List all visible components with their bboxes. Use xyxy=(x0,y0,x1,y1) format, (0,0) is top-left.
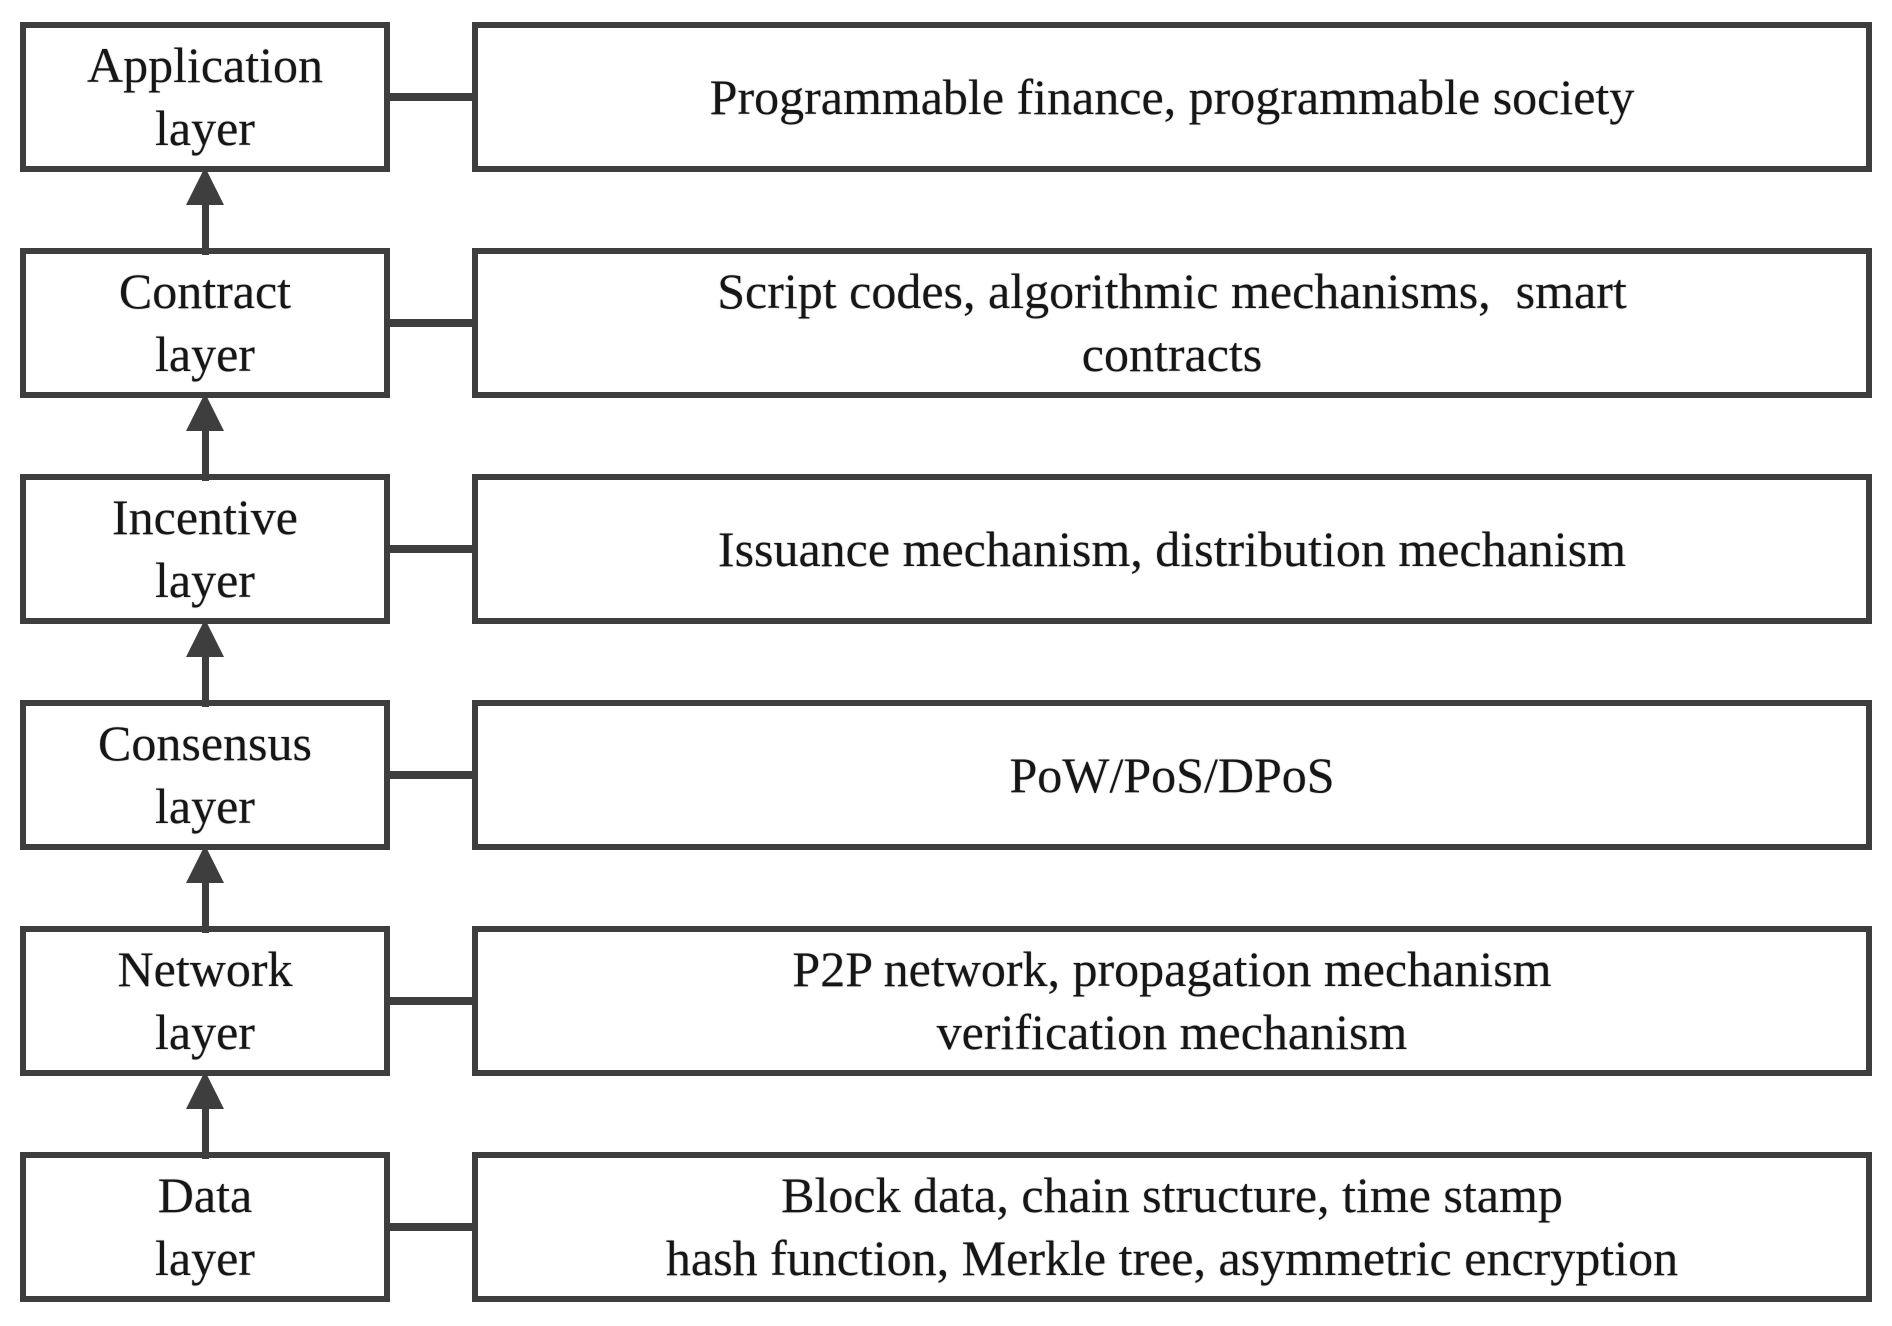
layer-title-line: Incentive xyxy=(111,489,298,545)
layer-row-application: Application layer Programmable finance, … xyxy=(20,22,1872,172)
up-arrow-icon xyxy=(186,393,224,481)
up-arrow-stem xyxy=(201,428,209,481)
layer-row-contract: Contract layer Script codes, algorithmic… xyxy=(20,248,1872,398)
connector-line xyxy=(390,545,472,553)
layer-row-consensus: Consensus layer PoW/PoS/DPoS xyxy=(20,700,1872,850)
layer-row-data: Data layer Block data, chain structure, … xyxy=(20,1152,1872,1302)
layer-title-line: Data xyxy=(157,1167,253,1223)
up-arrow-icon xyxy=(186,167,224,255)
up-arrow-head xyxy=(186,167,224,205)
up-arrow-icon xyxy=(186,619,224,707)
layer-title-line: layer xyxy=(155,778,255,834)
description-line: hash function, Merkle tree, asymmetric e… xyxy=(665,1230,1679,1286)
connector-line xyxy=(390,93,472,101)
up-arrow-head xyxy=(186,619,224,657)
up-arrow-stem xyxy=(201,202,209,255)
up-arrow-head xyxy=(186,393,224,431)
connector-line xyxy=(390,1223,472,1231)
description-line: verification mechanism xyxy=(936,1004,1408,1060)
arrow-gap xyxy=(20,845,1872,933)
description-line: Script codes, algorithmic mechanisms, sm… xyxy=(717,263,1627,319)
description-line: PoW/PoS/DPoS xyxy=(1009,746,1335,803)
connector-line xyxy=(390,771,472,779)
up-arrow-icon xyxy=(186,845,224,933)
layer-box-consensus: Consensus layer xyxy=(20,700,390,850)
layer-box-application: Application layer xyxy=(20,22,390,172)
description-line: Issuance mechanism, distribution mechani… xyxy=(717,520,1627,577)
layer-box-network: Network layer xyxy=(20,926,390,1076)
description-line: Programmable finance, programmable socie… xyxy=(709,68,1635,125)
description-line: contracts xyxy=(1081,326,1263,382)
arrow-gap xyxy=(20,167,1872,255)
description-line: P2P network, propagation mechanism xyxy=(792,941,1552,997)
arrow-gap xyxy=(20,393,1872,481)
description-line: Block data, chain structure, time stamp xyxy=(781,1167,1563,1223)
layer-title-line: layer xyxy=(155,100,255,156)
up-arrow-stem xyxy=(201,880,209,933)
description-box-application: Programmable finance, programmable socie… xyxy=(472,22,1872,172)
up-arrow-icon xyxy=(186,1071,224,1159)
connector-line xyxy=(390,319,472,327)
description-box-data: Block data, chain structure, time stamp … xyxy=(472,1152,1872,1302)
up-arrow-stem xyxy=(201,654,209,707)
up-arrow-stem xyxy=(201,1106,209,1159)
up-arrow-head xyxy=(186,845,224,883)
description-box-incentive: Issuance mechanism, distribution mechani… xyxy=(472,474,1872,624)
layer-row-network: Network layer P2P network, propagation m… xyxy=(20,926,1872,1076)
layer-title-line: layer xyxy=(155,552,255,608)
layer-title-line: Network xyxy=(117,941,293,997)
description-box-consensus: PoW/PoS/DPoS xyxy=(472,700,1872,850)
layer-title-line: layer xyxy=(155,1230,255,1286)
layer-box-contract: Contract layer xyxy=(20,248,390,398)
layer-row-incentive: Incentive layer Issuance mechanism, dist… xyxy=(20,474,1872,624)
layer-title-line: Consensus xyxy=(98,715,312,771)
layer-title-line: layer xyxy=(155,1004,255,1060)
layer-title-line: Application xyxy=(86,37,324,93)
description-box-contract: Script codes, algorithmic mechanisms, sm… xyxy=(472,248,1872,398)
layer-box-incentive: Incentive layer xyxy=(20,474,390,624)
arrow-gap xyxy=(20,619,1872,707)
layer-title-line: Contract xyxy=(118,263,292,319)
layer-box-data: Data layer xyxy=(20,1152,390,1302)
up-arrow-head xyxy=(186,1071,224,1109)
connector-line xyxy=(390,997,472,1005)
layer-title-line: layer xyxy=(155,326,255,382)
description-box-network: P2P network, propagation mechanism verif… xyxy=(472,926,1872,1076)
arrow-gap xyxy=(20,1071,1872,1159)
